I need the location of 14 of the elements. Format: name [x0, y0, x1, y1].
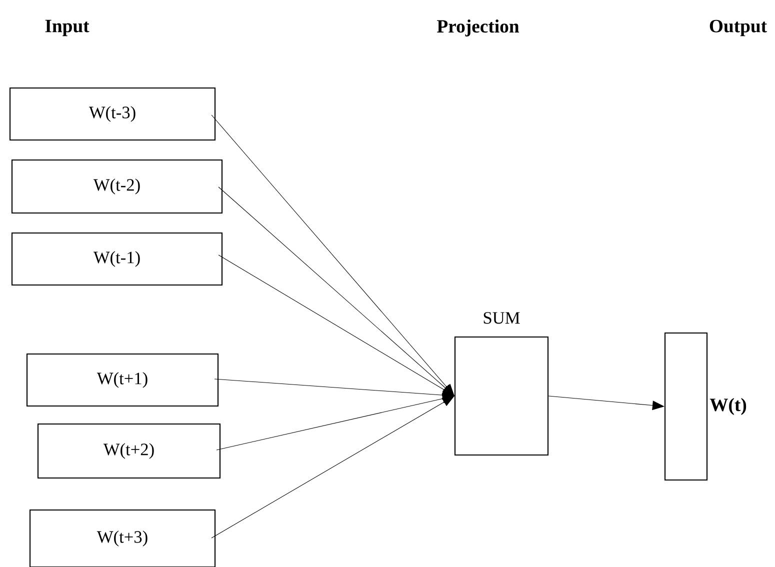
input-box: W(t-3) — [9, 87, 216, 141]
input-box: W(t-2) — [11, 159, 223, 214]
input-box: W(t+1) — [26, 353, 219, 407]
node-label: SUM — [484, 312, 520, 324]
input-box: W(t+2) — [37, 423, 221, 479]
arrow — [218, 254, 454, 396]
output-box: W(t) — [664, 332, 746, 481]
input-box: W(t+3) — [29, 509, 216, 567]
projection-box: SUM — [454, 312, 549, 456]
column-heading: Output — [710, 20, 767, 36]
column-heading: Input — [45, 20, 90, 36]
input-box: W(t-1) — [11, 232, 223, 286]
node-label: W(t) — [710, 398, 746, 415]
column-heading: Projection — [437, 20, 520, 36]
